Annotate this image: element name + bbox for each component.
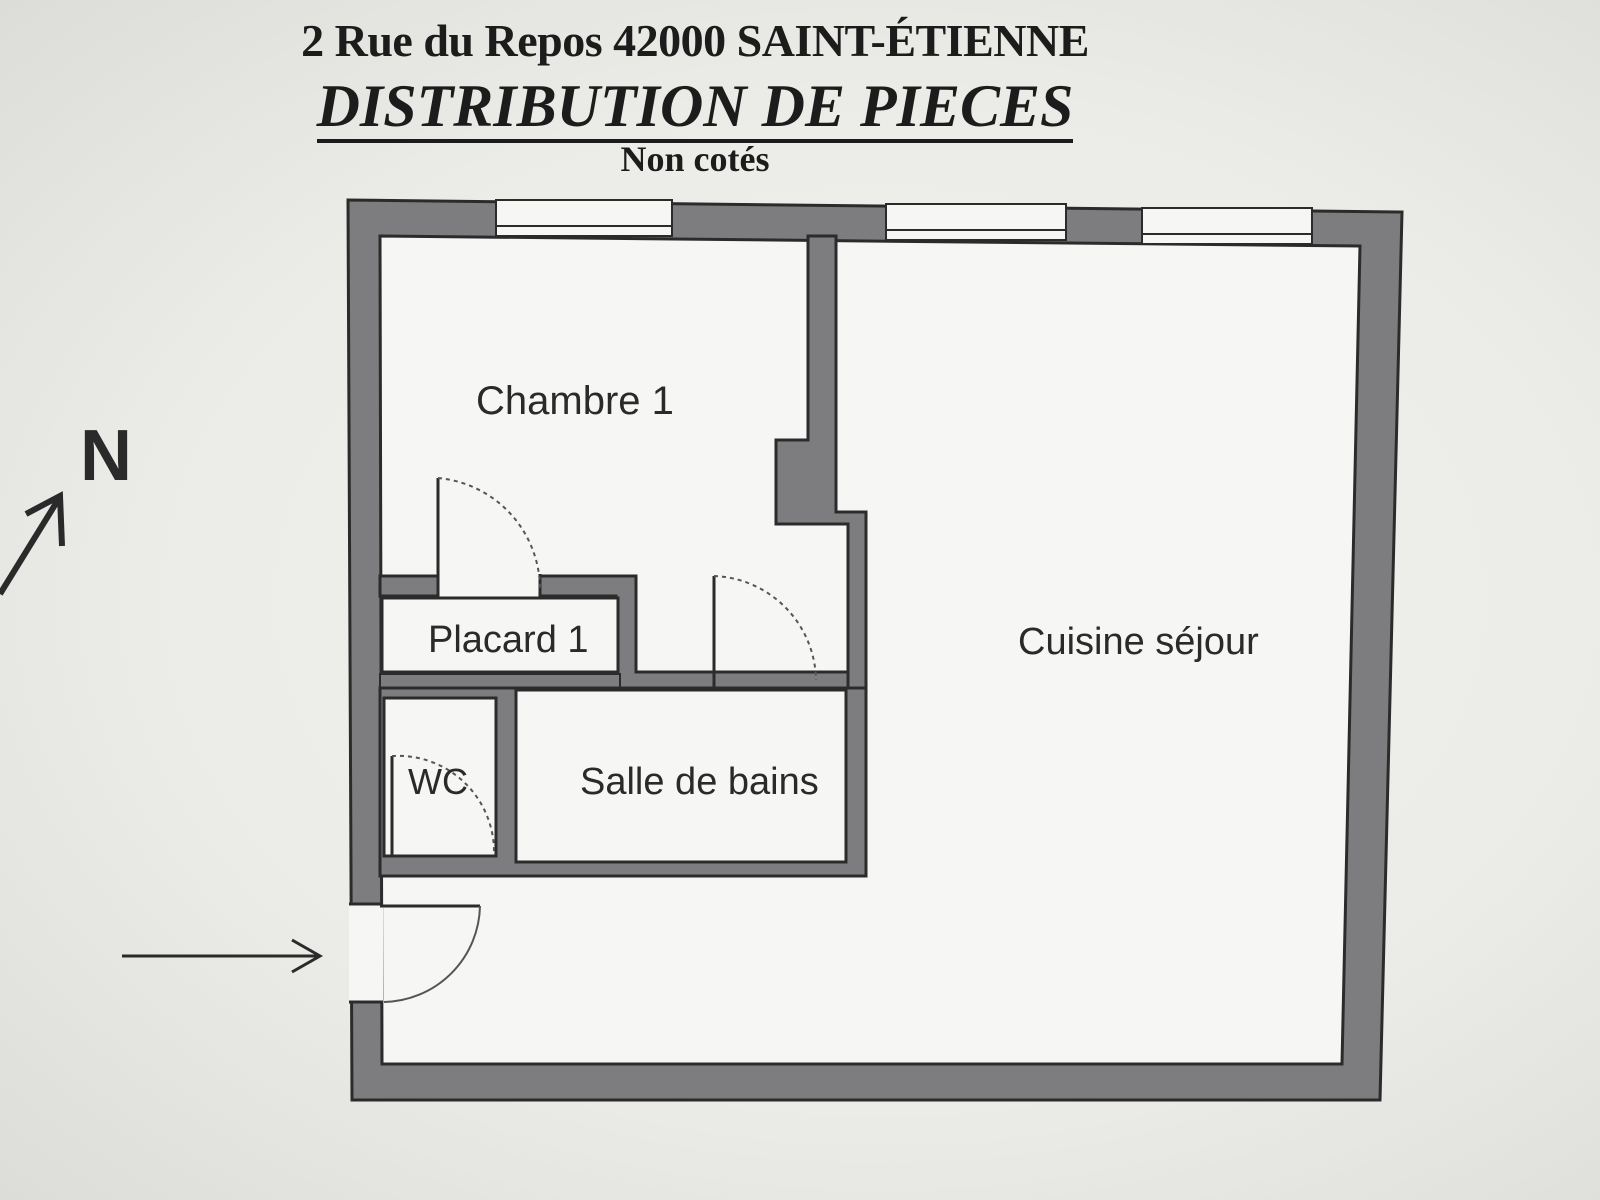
bath-door-swing [713, 575, 817, 681]
entrance-arrow [122, 938, 324, 974]
windows [495, 199, 1313, 245]
label-salle-de-bains: Salle de bains [580, 761, 819, 803]
window-chambre [495, 199, 673, 237]
wc-room [382, 696, 498, 858]
address-line: 2 Rue du Repos 42000 SAINT-ÉTIENNE [301, 15, 1089, 66]
placard-room [380, 596, 620, 674]
plan-title: DISTRIBUTION DE PIECES [0, 72, 1390, 143]
north-arrow [0, 491, 65, 596]
label-wc: WC [408, 761, 468, 802]
entrance-opening [349, 904, 383, 1002]
north-label: N [80, 416, 132, 496]
entrance-door-swing [383, 905, 481, 1003]
plan-title-text: DISTRIBUTION DE PIECES [316, 73, 1074, 143]
window-sejour-2 [1141, 207, 1313, 245]
chambre-door-swing [437, 477, 541, 589]
salle-de-bains-room [514, 688, 848, 864]
label-placard: Placard 1 [428, 619, 589, 661]
label-cuisine-sejour: Cuisine séjour [1018, 621, 1259, 663]
window-sejour-1 [885, 203, 1067, 241]
plan-subtitle: Non cotés [620, 139, 770, 179]
label-chambre: Chambre 1 [476, 379, 674, 423]
chambre-door-opening [438, 574, 540, 598]
